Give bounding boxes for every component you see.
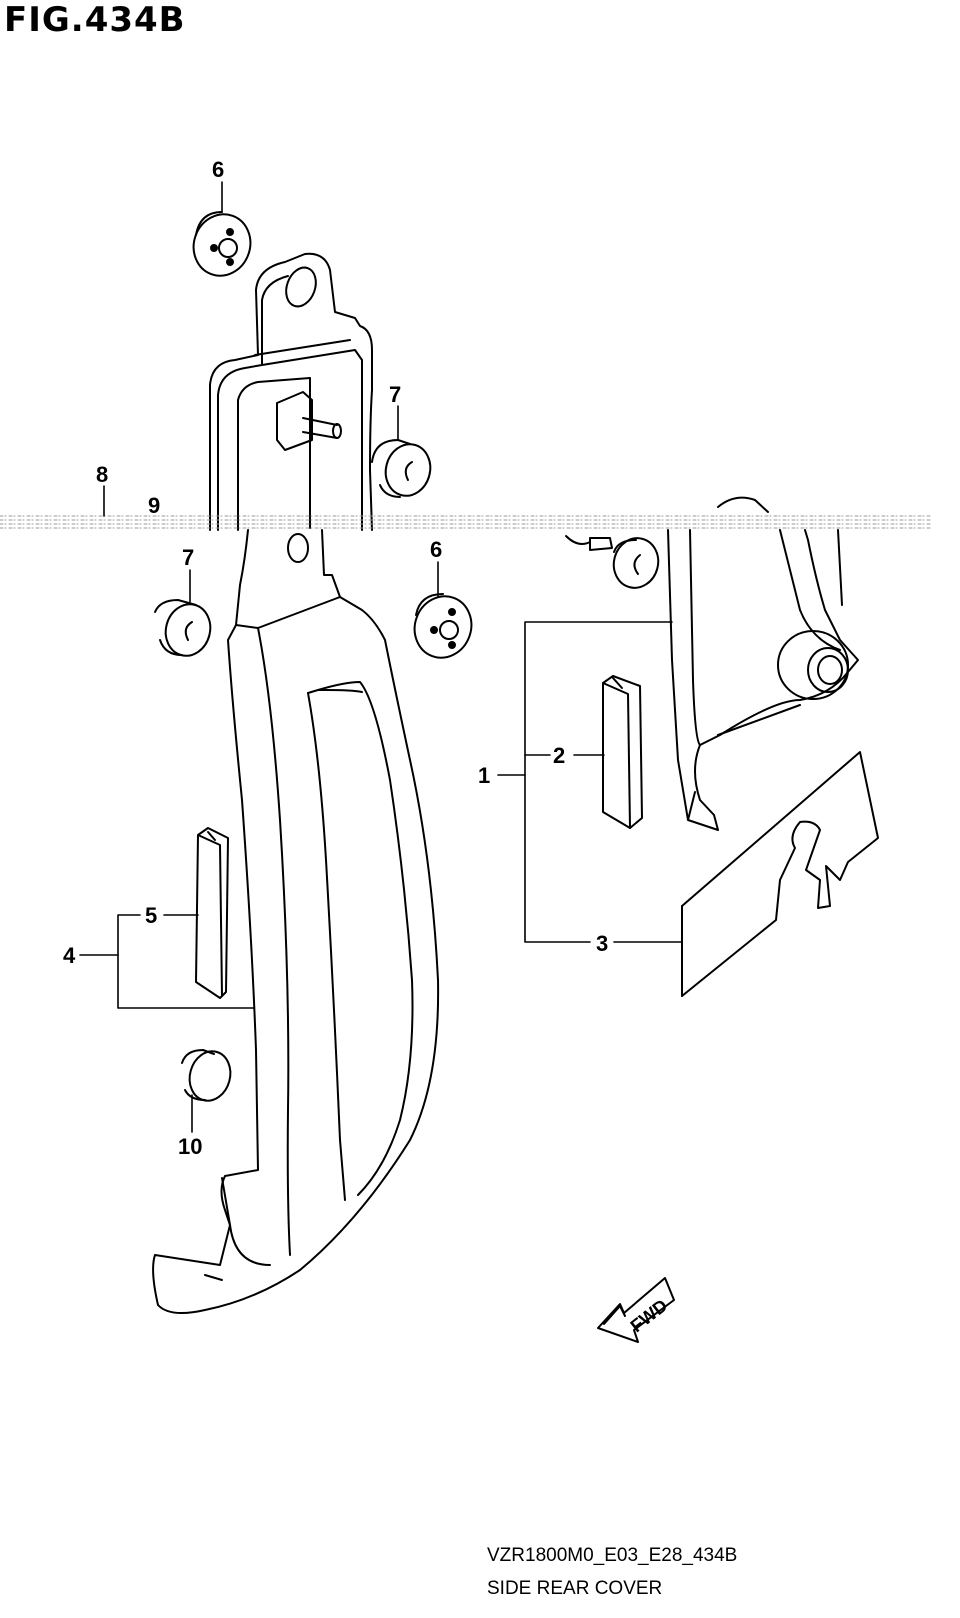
plate-3 <box>681 751 879 997</box>
screw-grommet-right <box>565 535 660 589</box>
figure-name: SIDE REAR COVER <box>487 1578 663 1599</box>
grommet-7-bottom <box>154 599 212 657</box>
right-bracket <box>667 496 859 831</box>
figure-title: FIG.434B <box>4 0 186 40</box>
callout-9: 9 <box>148 493 161 518</box>
callout-7-top: 7 <box>389 382 402 407</box>
callout-2: 2 <box>553 743 566 768</box>
grommet-6-bottom <box>413 593 473 659</box>
grommet-6-top <box>192 211 252 277</box>
figure-code: VZR1800M0_E03_E28_434B <box>487 1545 738 1566</box>
scan-band <box>0 515 931 529</box>
callout-8: 8 <box>96 462 109 487</box>
callout-6-bottom: 6 <box>430 537 443 562</box>
callout-5: 5 <box>145 903 158 928</box>
fwd-arrow: FWD <box>597 1277 675 1343</box>
grommet-7-top <box>371 439 432 498</box>
upper-bracket <box>209 252 373 531</box>
seal-strip-5 <box>195 827 229 999</box>
side-cover <box>152 529 440 1315</box>
grommet-10 <box>181 1049 232 1102</box>
callout-6-top: 6 <box>212 157 225 182</box>
seal-strip-2 <box>602 675 643 829</box>
callout-10: 10 <box>178 1134 203 1159</box>
callout-4: 4 <box>63 943 76 968</box>
leader-lines <box>79 181 683 1133</box>
callout-3: 3 <box>596 931 609 956</box>
callout-7-bottom: 7 <box>182 545 195 570</box>
callout-1: 1 <box>478 763 491 788</box>
